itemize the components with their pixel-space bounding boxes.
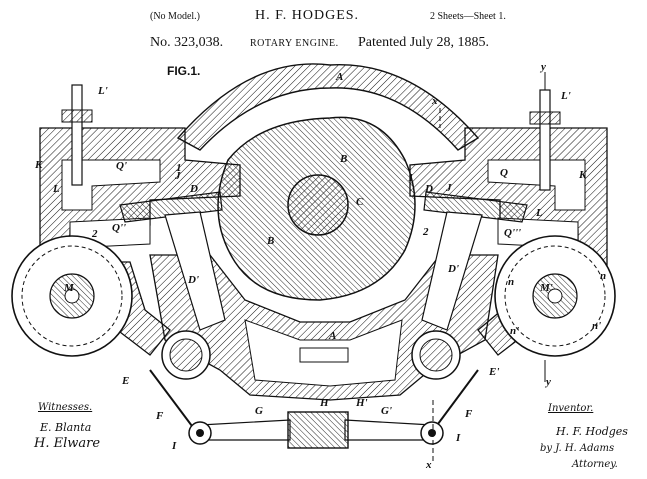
label-f-right: F (465, 408, 473, 420)
label-l-right: L (536, 207, 543, 219)
label-2-right: 2 (423, 226, 429, 238)
label-n-upper: n (600, 270, 607, 282)
figure-label: FIG.1. (167, 64, 201, 78)
right-abutment (423, 191, 528, 223)
label-b-lower: B (267, 235, 275, 247)
label-q-double-prime: Q'' (112, 222, 127, 234)
label-d-prime-left: D' (188, 274, 199, 286)
label-n-lower: n (508, 276, 515, 288)
patent-date: Patented July 28, 1885. (358, 35, 490, 50)
witness-signature-2: H. Elware (34, 436, 101, 451)
label-i-left: I (172, 440, 177, 452)
label-n-prime-upper: n' (592, 320, 602, 332)
label-1-right: 1 (408, 172, 414, 184)
label-k-left: K (35, 159, 43, 171)
left-link (149, 369, 196, 431)
label-2-left: 2 (92, 228, 98, 240)
tie-rod-right (344, 419, 433, 441)
frame-notch (299, 347, 349, 363)
label-m: M (64, 282, 74, 294)
label-a-top: A (336, 71, 344, 83)
label-b-upper: B (340, 153, 348, 165)
label-h: H (320, 397, 329, 409)
label-l-prime-left: L' (98, 85, 108, 97)
label-q-prime: Q' (116, 160, 127, 172)
label-y-top: y (541, 61, 546, 73)
patent-number: No. 323,038. (150, 35, 224, 50)
turnbuckle-nut (287, 411, 349, 449)
label-f-left: F (156, 410, 164, 422)
witness-signature-1: E. Blanta (40, 421, 92, 434)
label-d-prime-right: D' (448, 263, 459, 275)
patent-title: ROTARY ENGINE. (250, 38, 339, 49)
label-x-top: x (432, 95, 438, 107)
sheet-info: 2 Sheets—Sheet 1. (430, 11, 506, 22)
label-m-prime: M' (540, 282, 553, 294)
model-note: (No Model.) (150, 11, 200, 22)
left-channel (61, 159, 161, 211)
inventor-signature: H. F. Hodges (556, 425, 628, 438)
label-j-right: J (446, 182, 452, 194)
right-channel (487, 159, 586, 211)
label-j-left: J (175, 170, 181, 182)
central-frame (149, 254, 499, 401)
label-q: Q (500, 167, 508, 179)
left-arm (164, 211, 226, 331)
right-valve-rod (539, 89, 551, 191)
label-g: G (255, 405, 263, 417)
label-x-bottom: x (426, 459, 432, 471)
label-g-prime: G' (381, 405, 392, 417)
label-i-right: I (456, 432, 461, 444)
left-valve-rod (71, 84, 83, 186)
label-a-bottom: A (329, 330, 337, 342)
label-e-prime: E' (489, 366, 500, 378)
label-c: C (356, 196, 364, 208)
label-h-prime: H' (356, 397, 368, 409)
label-n-prime-lower: n' (510, 325, 520, 337)
label-k-right: K (579, 169, 587, 181)
label-d-right: D (425, 183, 433, 195)
label-d-left: D (190, 183, 198, 195)
inventor-name: H. F. HODGES. (255, 8, 360, 23)
inventor-heading: Inventor. (548, 403, 594, 414)
label-y-bottom: y (546, 376, 551, 388)
label-1-left: 1 (176, 162, 182, 174)
label-e: E (122, 375, 130, 387)
attorney-by: by J. H. Adams (540, 443, 615, 454)
attorney-label: Attorney. (572, 459, 618, 470)
label-l-left: L (53, 183, 60, 195)
witnesses-heading: Witnesses. (38, 402, 93, 413)
label-q-triple-prime: Q''' (504, 227, 522, 239)
shaft (287, 174, 349, 236)
label-l-prime-right: L' (561, 90, 571, 102)
right-arm (421, 211, 483, 331)
tie-rod-left (199, 419, 291, 441)
right-link (431, 369, 479, 433)
